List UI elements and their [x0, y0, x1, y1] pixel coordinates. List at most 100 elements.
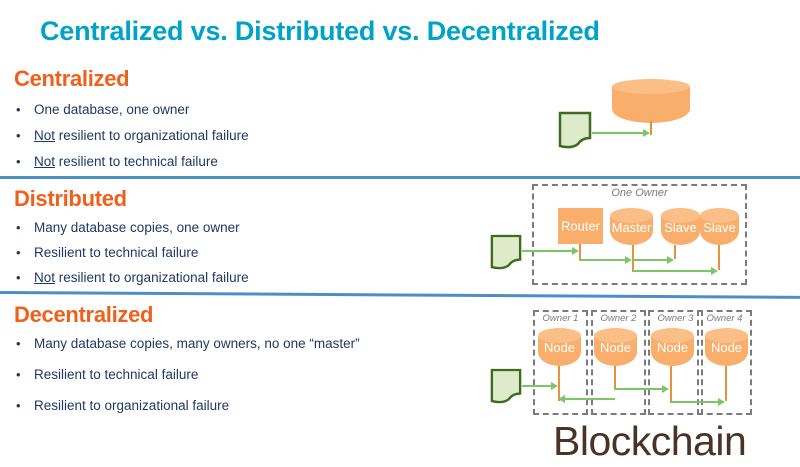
bullet-rest: Resilient to technical failure	[34, 366, 199, 382]
group-box-one-owner	[532, 184, 747, 285]
list-item: • Not resilient to technical failure	[16, 154, 249, 171]
node-master: Master	[610, 208, 653, 245]
node-label: Node	[599, 339, 632, 355]
arrow-head-right-icon	[662, 385, 669, 393]
bullet-text: Resilient to organizational failure	[34, 398, 229, 415]
bullet-dot-icon: •	[16, 220, 21, 235]
bullet-list-distributed: • Many database copies, one owner • Resi…	[16, 220, 249, 287]
bullet-dot-icon: •	[16, 397, 21, 413]
connector-horizontal	[614, 388, 664, 390]
bullet-list-centralized: • One database, one owner • Not resilien…	[16, 102, 249, 171]
node-owner-1: Node	[538, 328, 581, 366]
connector-horizontal	[670, 401, 720, 403]
bullet-rest: resilient to technical failure	[55, 153, 218, 169]
group-label-owner-3: Owner 3	[657, 313, 694, 324]
bullet-negation: Not	[34, 269, 56, 285]
bullet-rest: Resilient to organizational failure	[34, 397, 230, 413]
bullet-rest: resilient to organizational failure	[55, 127, 249, 143]
node-label: Master	[611, 219, 652, 235]
node-slave-1: Slave	[661, 208, 700, 245]
connector-vertical	[718, 245, 720, 270]
connector-horizontal	[564, 398, 615, 400]
diagram-distributed: One Owner Router Master Slave Slave	[480, 180, 800, 295]
diagram-centralized	[540, 75, 800, 175]
database-cylinder-central	[612, 79, 690, 123]
blockchain-caption: Blockchain	[553, 418, 747, 464]
connector-horizontal	[632, 259, 669, 261]
connector-horizontal	[522, 385, 553, 387]
bullet-dot-icon: •	[16, 269, 21, 285]
bullet-text: Many database copies, many owners, no on…	[34, 336, 360, 353]
group-box-owner-1	[533, 310, 588, 415]
list-item: • Many database copies, many owners, no …	[16, 336, 360, 353]
group-label-owner-2: Owner 2	[600, 313, 637, 324]
bullet-negation: Not	[34, 127, 56, 143]
cylinder-top-ellipse	[610, 208, 653, 223]
arrow-head-right-icon	[625, 256, 632, 264]
bullet-rest: Many database copies, many owners, no on…	[34, 336, 360, 351]
node-label: Node	[543, 339, 576, 355]
list-item: • Resilient to organizational failure	[16, 398, 360, 415]
connector-vertical	[725, 366, 727, 401]
bullet-text: Many database copies, one owner	[34, 220, 240, 237]
bullet-text: Resilient to technical failure	[34, 245, 198, 262]
cylinder-top-ellipse	[700, 208, 739, 223]
cylinder-top-ellipse	[538, 328, 581, 343]
connector-vertical	[674, 245, 676, 259]
cylinder-top-ellipse	[612, 79, 690, 94]
list-item: • Not resilient to organizational failur…	[16, 270, 249, 287]
section-divider	[0, 176, 800, 179]
group-label-one-owner: One Owner	[611, 187, 668, 199]
bullet-rest: One database, one owner	[34, 102, 190, 117]
group-box-owner-2	[591, 310, 646, 415]
arrow-head-right-icon	[551, 382, 558, 390]
connector-horizontal	[632, 270, 713, 272]
bullet-text: Not resilient to organizational failure	[34, 270, 249, 287]
cylinder-top-ellipse	[705, 328, 748, 343]
section-heading-centralized: Centralized	[14, 66, 130, 91]
client-document-icon	[490, 368, 522, 404]
section-heading-distributed: Distributed	[14, 186, 127, 211]
connector-vertical	[670, 366, 672, 401]
connector-vertical	[579, 244, 581, 259]
list-item: • Resilient to technical failure	[16, 245, 249, 262]
bullet-text: Resilient to technical failure	[34, 367, 198, 384]
group-box-owner-3	[648, 310, 703, 415]
cylinder-top-ellipse	[594, 328, 637, 343]
bullet-dot-icon: •	[16, 127, 21, 143]
list-item: • Resilient to technical failure	[16, 367, 360, 384]
node-slave-2: Slave	[700, 208, 739, 245]
group-box-owner-4	[697, 310, 752, 415]
cylinder-top-ellipse	[661, 208, 700, 223]
list-item: • Many database copies, one owner	[16, 220, 249, 237]
arrow-head-left-icon	[558, 395, 565, 403]
arrow-head-right-icon	[718, 398, 725, 406]
connector-horizontal	[522, 250, 574, 252]
bullet-text: Not resilient to technical failure	[34, 154, 218, 171]
bullet-dot-icon: •	[16, 244, 21, 260]
bullet-dot-icon: •	[16, 102, 21, 117]
connector-horizontal	[579, 259, 627, 261]
arrow-head-right-icon	[643, 129, 650, 137]
node-label: Slave	[664, 219, 697, 235]
bullet-dot-icon: •	[16, 153, 21, 169]
bullet-negation: Not	[34, 153, 56, 169]
node-owner-3: Node	[651, 328, 694, 366]
list-item: • Not resilient to organizational failur…	[16, 128, 249, 145]
node-label: Router	[560, 218, 601, 234]
diagram-decentralized: Owner 1 Node Owner 2 Node Owner 3 Node O…	[480, 300, 800, 420]
section-heading-decentralized: Decentralized	[14, 302, 154, 327]
client-document-icon	[490, 234, 522, 270]
node-label: Node	[710, 339, 743, 355]
connector-vertical	[558, 366, 560, 401]
connector-horizontal	[592, 132, 644, 134]
connector-vertical	[614, 366, 616, 388]
arrow-head-right-icon	[711, 267, 718, 275]
group-label-owner-4: Owner 4	[706, 313, 743, 324]
node-label: Node	[656, 339, 689, 355]
bullet-rest: Resilient to technical failure	[34, 244, 199, 260]
bullet-dot-icon: •	[16, 366, 21, 382]
client-document-icon	[558, 111, 592, 149]
bullet-rest: Many database copies, one owner	[34, 220, 240, 235]
